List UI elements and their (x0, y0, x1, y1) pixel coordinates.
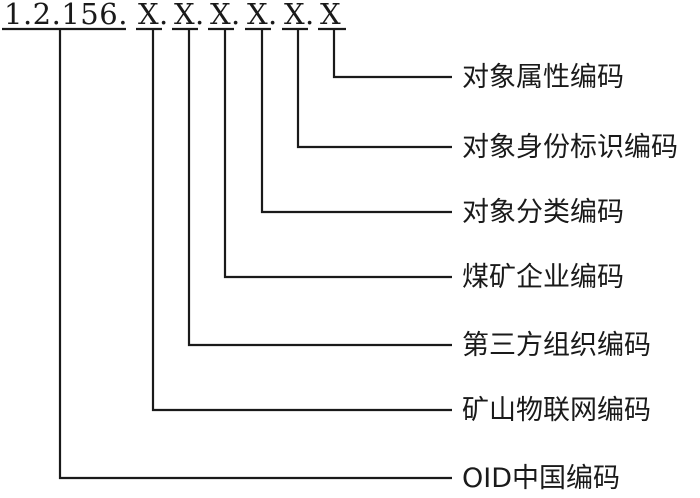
code-segment-5: X (284, 0, 305, 31)
code-segment-2: X (174, 0, 195, 31)
connector-coal-enterprise (223, 29, 452, 279)
connector-oid-china (58, 29, 452, 480)
code-dot-4: . (268, 0, 278, 31)
code-segment-4: X (247, 0, 268, 31)
code-segment-1: X (138, 0, 159, 31)
label-object-identity-code: 对象身份标识编码 (462, 132, 678, 163)
connector-third-party (187, 29, 452, 347)
connector-attribute (332, 29, 452, 79)
code-segment-3: X (210, 0, 231, 31)
label-oid-china-code: OID中国编码 (462, 463, 620, 494)
label-object-attribute-code: 对象属性编码 (462, 62, 624, 93)
code-dot-1: . (159, 0, 169, 31)
label-object-classification-code: 对象分类编码 (462, 197, 624, 228)
connector-mine-iot (151, 29, 452, 412)
code-dot-3: . (231, 0, 241, 31)
code-dot-5: . (305, 0, 315, 31)
label-mine-iot-code: 矿山物联网编码 (462, 395, 651, 426)
code-segment-6: X (320, 0, 341, 31)
connector-classification (260, 29, 452, 214)
label-third-party-org-code: 第三方组织编码 (462, 330, 651, 361)
code-prefix: 1.2.156. (4, 0, 128, 31)
code-dot-2: . (195, 0, 205, 31)
label-coal-enterprise-code: 煤矿企业编码 (462, 262, 624, 293)
connector-identity (296, 29, 452, 149)
